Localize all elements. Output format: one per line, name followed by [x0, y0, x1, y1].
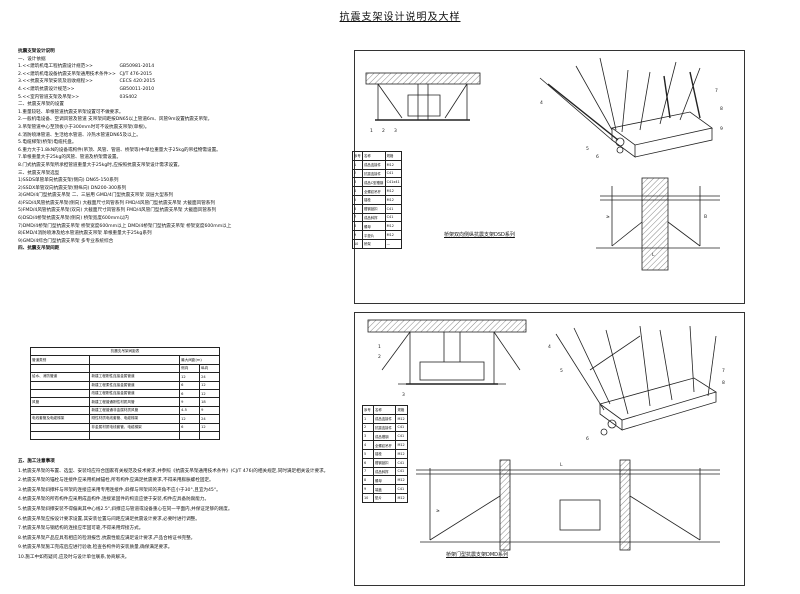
dsd-callout: 8: [720, 106, 723, 112]
section-2-heading: 二、抗震支吊架的设置: [18, 102, 64, 108]
type-line: 7)DMD/4桥架门型抗震支吊架 桥架宽度600mm以上 DMD/4桥架门型抗震…: [18, 223, 232, 229]
note-line: 2.抗震支吊架的锚栓与连接件应采用机械锚栓,所有构件应满足抗震要求,不得采用膨胀…: [18, 478, 214, 484]
ref-row: 5.<<室内管道支架及吊架>> 03S402: [18, 94, 137, 100]
dmd-dim: ≥: [436, 509, 440, 514]
section-2-line: 5.电缆梯架(桥架)电缆托盘。: [18, 140, 77, 146]
section-3-heading: 三、抗震支吊架选型: [18, 170, 60, 176]
dmd-callout: 4: [548, 344, 551, 350]
dsd-dim: B: [704, 214, 707, 220]
type-line: 9)GMD/4综合门型抗震支吊架 多专业系统综合: [18, 238, 114, 244]
dsd-callout: 7: [715, 88, 718, 94]
design-notes: 抗震支架设计说明 一、设计依据 1.<<建筑机电工程抗震设计规范>> GB509…: [18, 48, 338, 253]
dsd-callout: 2: [382, 128, 385, 134]
dmd-callout: 8: [722, 380, 725, 386]
page-title: 抗震支架设计说明及大样: [339, 12, 461, 23]
type-line: 3)GMD/4门型抗震支吊架 二、三层用 GMD/4门型抗震支吊架 双层大型系列: [18, 193, 174, 199]
dmd-elevation-view: [367, 319, 527, 385]
type-line: 5)FMD/4风管抗震支吊架(双向) 大截面尺寸风管系列 FMD/4风管门型抗震…: [18, 208, 217, 214]
note-line: 1.抗震支吊架的布置、选型、安装均应符合国家有关规范及技术要求,并参照《抗震支吊…: [18, 468, 329, 474]
dmd-dim: L: [560, 462, 563, 468]
dsd-dim: L: [652, 252, 655, 258]
notes-heading: 五、施工注意事项: [18, 459, 55, 464]
ref-row: 2.<<建筑机电设备抗震支吊架通用技术条件>> CJ/T 476-2015: [18, 71, 152, 77]
dsd-section-view: [596, 177, 720, 271]
note-line: 5.抗震支吊架斜撑安装不得偏离其中心线2.5°,斜撑应与管道或设备重心在同一平面…: [18, 506, 233, 512]
note-line: 7.抗震支吊架与钢结构的连接应牢固可靠,不得采用焊接方式。: [18, 526, 144, 532]
dsd-callout: 4: [540, 100, 543, 106]
section-2-line: 8.门式抗震支吊架所承担管道重量大于25kg时,应按照抗震支吊架设计需求设置。: [18, 162, 183, 168]
note-line: 3.抗震支吊架斜撑杆与吊架的连接应采用专用连接件,斜撑与吊架间的夹角不应小于30…: [18, 487, 221, 493]
dmd-isometric-view: [555, 325, 717, 436]
section-2-line: 6.重力大于1.8kN的设备或构件(吊顶、风管、管道、桥架等)中单位重量大于25…: [18, 147, 221, 153]
type-line: 8)EMD/4消防喷淋及给水管道抗震支吊架 单根重量大于25kg系列: [18, 231, 152, 237]
section-2-line: 4.消防喷淋管道、生活给水管道、冷热水管道DN65及以上。: [18, 132, 141, 138]
dmd-callout: 1: [378, 344, 381, 350]
dmd-callout: 3: [402, 392, 405, 398]
table-row: [29, 430, 220, 441]
dsd-caption: 桥架双向侧纵抗震支架DSD系列: [444, 232, 515, 238]
ref-row: 1.<<建筑机电工程抗震设计规范>> GB50981-2014: [18, 64, 155, 70]
section-2-line: 7.单根重量大于25kg的风管、管道及桥架需设置。: [18, 155, 122, 161]
type-line: 2)SSDX单管双向抗震支架(侧纵向) DN200-300系列: [18, 185, 127, 191]
dsd-dim: ≥: [606, 215, 610, 220]
spacing-table: 抗震支吊架间距表 管道类别最大间距(m) 侧向纵向 给水、消防管道新建工程刚性连…: [29, 346, 220, 441]
dmd-callout: 5: [560, 368, 563, 374]
dsd-callout: 9: [720, 126, 723, 132]
note-line: 9.抗震支吊架施工完成后应进行验收,检查各构件的安装质量,确保满足要求。: [18, 545, 173, 551]
note-line: 4.抗震支吊架的所有构件应采用成品构件,连接紧固件的构造应便于安装,构件应具备防…: [18, 497, 210, 503]
dsd-callout: 1: [370, 128, 373, 134]
section-2-line: 1.重量较轻、单根管道抗震支吊架设置可不做要求。: [18, 109, 124, 115]
dmd-callout: 6: [586, 436, 589, 442]
dmd-callout: 2: [378, 354, 381, 360]
dsd-callout: 3: [394, 128, 397, 134]
type-line: 6)DSD/4桥架抗震支吊架(侧向) 桥架宽度600mm以内: [18, 216, 129, 222]
ref-row: 4.<<建筑抗震设计规范>> GB50011-2010: [18, 86, 155, 92]
section-4-heading: 四、抗震支吊架间距: [18, 246, 60, 252]
ref-row: 3.<<抗震支吊架安装及验收规程>> CECS 420:2015: [18, 79, 156, 85]
section-2-line: 3.吊架管道中心至顶板小于300mm时可不设抗震支吊架(单根)。: [18, 124, 150, 130]
dmd-detail-panel: [354, 312, 745, 586]
notes-heading: 抗震支架设计说明: [18, 49, 55, 54]
dsd-isometric-view: [539, 57, 713, 158]
dmd-callout: 7: [722, 368, 725, 374]
note-line: 6.抗震支吊架应按设计要求设置,其安装位置与间距应满足抗震设计要求,必要时进行调…: [18, 516, 200, 522]
dmd-section-view: [416, 459, 720, 551]
dsd-callout: 5: [586, 146, 589, 152]
section-1-heading: 一、设计依据: [18, 56, 46, 62]
dsd-callout: 6: [596, 154, 599, 160]
note-line: 8.抗震支吊架产品应具有相应的检测报告,抗震性能应满足设计要求,产品合格证书完整…: [18, 535, 196, 541]
type-line: 4)FSD/4风管抗震支吊架(侧向) 大截面尺寸风管系列 FMD/4风管门型抗震…: [18, 200, 215, 206]
type-line: 1)SSDS单管单向抗震支架(侧向) DN65-150系列: [18, 178, 119, 184]
dsd-elevation-view: [365, 72, 481, 121]
section-2-line: 2.一般机电设备、空调风管及管道 支吊架间距按DN65以上管道6m、风管9m设置…: [18, 117, 213, 123]
callout-labels: 1 2 3 4 5 6 7 8 9 ≥ L B 1 2 3 4 5 6 7 8 …: [370, 88, 725, 514]
dmd-caption: 桥架门型抗震支架DMD系列: [446, 552, 509, 558]
construction-notes: 五、施工注意事项 1.抗震支吊架的布置、选型、安装均应符合国家有关规范及技术要求…: [18, 457, 348, 563]
note-line: 10.施工中如有疑问,应及时与设计单位联系,协商解决。: [18, 554, 130, 560]
